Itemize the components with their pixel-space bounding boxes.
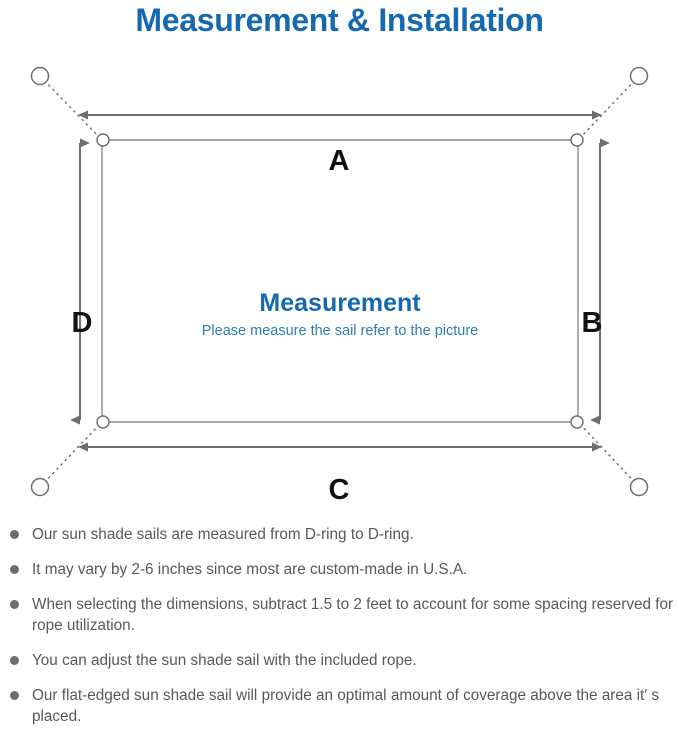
bullet-icon [10, 565, 19, 574]
sail-body-outline [101, 139, 579, 423]
sail-measurement-svg [30, 66, 649, 497]
note-text: When selecting the dimensions, subtract … [32, 596, 674, 634]
list-item: You can adjust the sun shade sail with t… [0, 650, 679, 671]
note-text: It may vary by 2-6 inches since most are… [32, 561, 468, 578]
dimension-label-d: D [71, 307, 93, 339]
note-text: Our flat-edged sun shade sail will provi… [32, 687, 660, 725]
bullet-icon [10, 656, 19, 665]
anchor-point-top-right [629, 66, 649, 86]
rope-top-right [579, 75, 640, 139]
anchor-point-top-left [30, 66, 50, 86]
d-ring-bottom-left [96, 415, 110, 429]
d-ring-bottom-right [570, 415, 584, 429]
d-ring-top-right [570, 133, 584, 147]
list-item: When selecting the dimensions, subtract … [0, 594, 679, 636]
rope-bottom-left [39, 423, 101, 488]
d-ring-top-left [96, 133, 110, 147]
bullet-icon [10, 600, 19, 609]
dimension-label-c: C [328, 474, 350, 506]
anchor-point-bottom-left [30, 477, 50, 497]
note-text: You can adjust the sun shade sail with t… [32, 652, 417, 669]
anchor-point-bottom-right [629, 477, 649, 497]
rope-bottom-right [579, 423, 640, 488]
bullet-icon [10, 691, 19, 700]
page-title: Measurement & Installation [135, 2, 544, 38]
rope-top-left [39, 75, 101, 139]
dimension-label-b: B [581, 307, 603, 339]
dimension-label-a: A [328, 145, 350, 177]
bullet-icon [10, 530, 19, 539]
note-text: Our sun shade sails are measured from D-… [32, 526, 414, 543]
list-item: Our sun shade sails are measured from D-… [0, 524, 679, 545]
notes-list: Our sun shade sails are measured from D-… [0, 524, 679, 741]
list-item: Our flat-edged sun shade sail will provi… [0, 685, 679, 727]
diagram-container: Measurement Please measure the sail refe… [0, 48, 679, 518]
list-item: It may vary by 2-6 inches since most are… [0, 559, 679, 580]
